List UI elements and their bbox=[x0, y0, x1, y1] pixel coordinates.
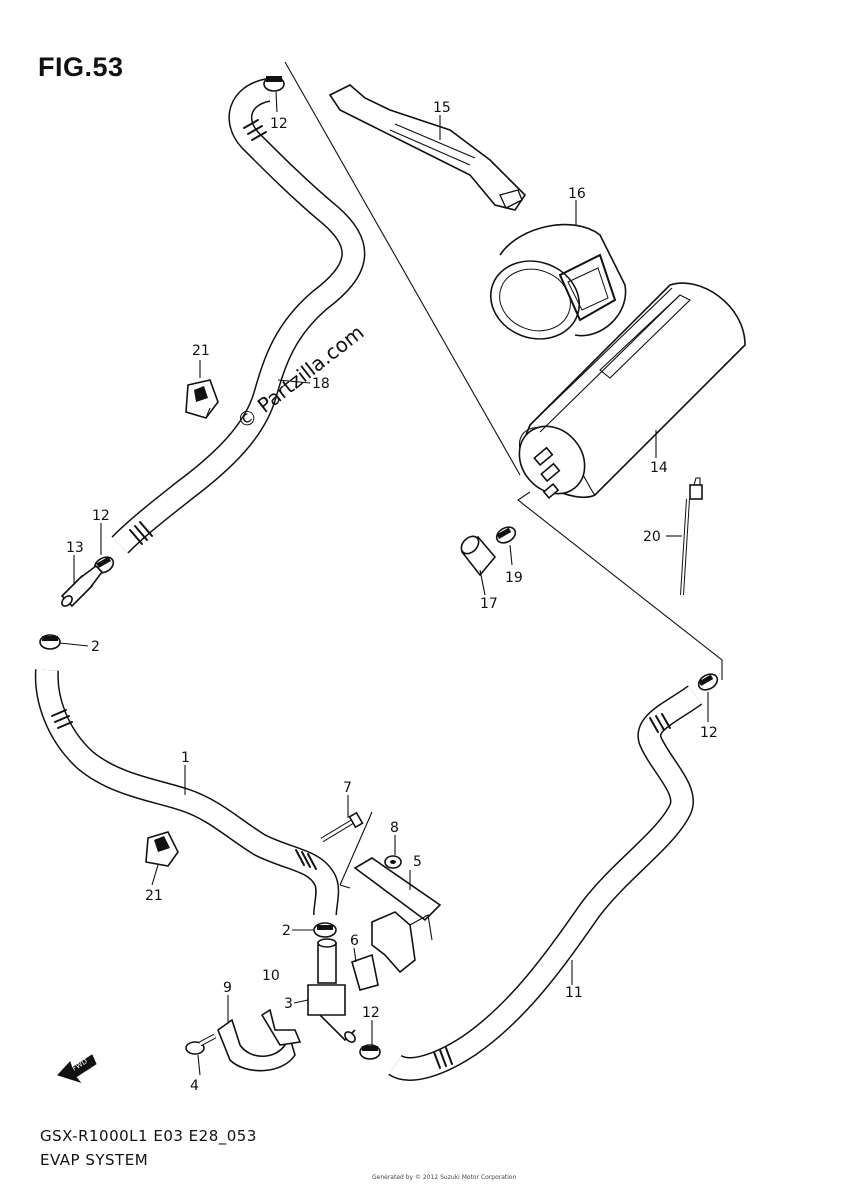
cap-17[interactable] bbox=[458, 533, 497, 577]
bracket-4[interactable] bbox=[339, 811, 442, 974]
diagram-code: GSX-R1000L1 E03 E28_053 bbox=[40, 1127, 257, 1145]
canister-14[interactable] bbox=[506, 282, 746, 507]
valve-3[interactable] bbox=[307, 938, 357, 1044]
routing-lines bbox=[284, 61, 723, 680]
callout-10: 4 bbox=[190, 1078, 199, 1094]
system-name: EVAP SYSTEM bbox=[40, 1151, 149, 1169]
callout-3: 3 bbox=[284, 996, 293, 1012]
callout-16: 16 bbox=[568, 186, 586, 202]
washer-7[interactable] bbox=[384, 855, 402, 869]
callout-21b: 21 bbox=[145, 888, 163, 904]
callout-17: 17 bbox=[480, 596, 498, 612]
callout-12c: 12 bbox=[700, 725, 718, 741]
hose-1[interactable] bbox=[34, 669, 340, 916]
callout-2a: 2 bbox=[91, 639, 100, 655]
callout-9: 10 bbox=[262, 968, 280, 984]
callout-12a: 12 bbox=[270, 116, 288, 132]
holder-16[interactable] bbox=[480, 223, 627, 352]
callout-2b: 2 bbox=[282, 923, 291, 939]
clamp-2-lower[interactable] bbox=[313, 922, 337, 938]
cable-tie-20[interactable] bbox=[680, 477, 703, 596]
callout-5: 6 bbox=[350, 933, 359, 949]
clip-5[interactable] bbox=[351, 953, 379, 991]
callout-21a: 21 bbox=[192, 343, 210, 359]
leader-lines bbox=[59, 91, 709, 1076]
callout-14: 14 bbox=[650, 460, 668, 476]
callout-11: 11 bbox=[565, 985, 583, 1001]
callout-1: 1 bbox=[181, 750, 190, 766]
bracket-8[interactable] bbox=[217, 1018, 296, 1072]
bracket-15[interactable] bbox=[328, 84, 527, 211]
clip-21-lower[interactable] bbox=[145, 831, 179, 867]
copyright-notice: Generated by © 2012 Suzuki Motor Corpora… bbox=[372, 1174, 517, 1181]
hose-11[interactable] bbox=[388, 685, 703, 1081]
callout-8: 9 bbox=[223, 980, 232, 996]
callout-12b: 12 bbox=[92, 508, 110, 524]
callout-18: 18 bbox=[312, 376, 330, 392]
callout-4: 5 bbox=[413, 854, 422, 870]
callout-6: 7 bbox=[343, 780, 352, 796]
bolt-10[interactable] bbox=[185, 1033, 217, 1055]
clamp-12-lower[interactable] bbox=[359, 1044, 381, 1060]
bracket-9[interactable] bbox=[260, 1008, 302, 1046]
clamp-12-top[interactable] bbox=[263, 76, 285, 92]
callout-15: 15 bbox=[433, 100, 451, 116]
clamp-19[interactable] bbox=[494, 524, 518, 546]
callout-12d: 12 bbox=[362, 1005, 380, 1021]
rivet-6[interactable] bbox=[320, 811, 364, 843]
hose-18[interactable] bbox=[111, 78, 366, 554]
callout-7: 8 bbox=[390, 820, 399, 836]
fwd-arrow: FWD bbox=[57, 1054, 97, 1083]
callouts: 12 15 16 21 18 14 12 20 13 19 17 2 12 1 … bbox=[66, 100, 718, 1094]
clamp-2-top[interactable] bbox=[39, 634, 61, 650]
callout-20: 20 bbox=[643, 529, 661, 545]
clamp-12-right[interactable] bbox=[696, 671, 720, 693]
joint-13[interactable] bbox=[60, 564, 104, 608]
callout-13: 13 bbox=[66, 540, 84, 556]
clip-21-upper[interactable] bbox=[185, 379, 219, 419]
figure-title: FIG.53 bbox=[38, 52, 124, 82]
callout-19: 19 bbox=[505, 570, 523, 586]
